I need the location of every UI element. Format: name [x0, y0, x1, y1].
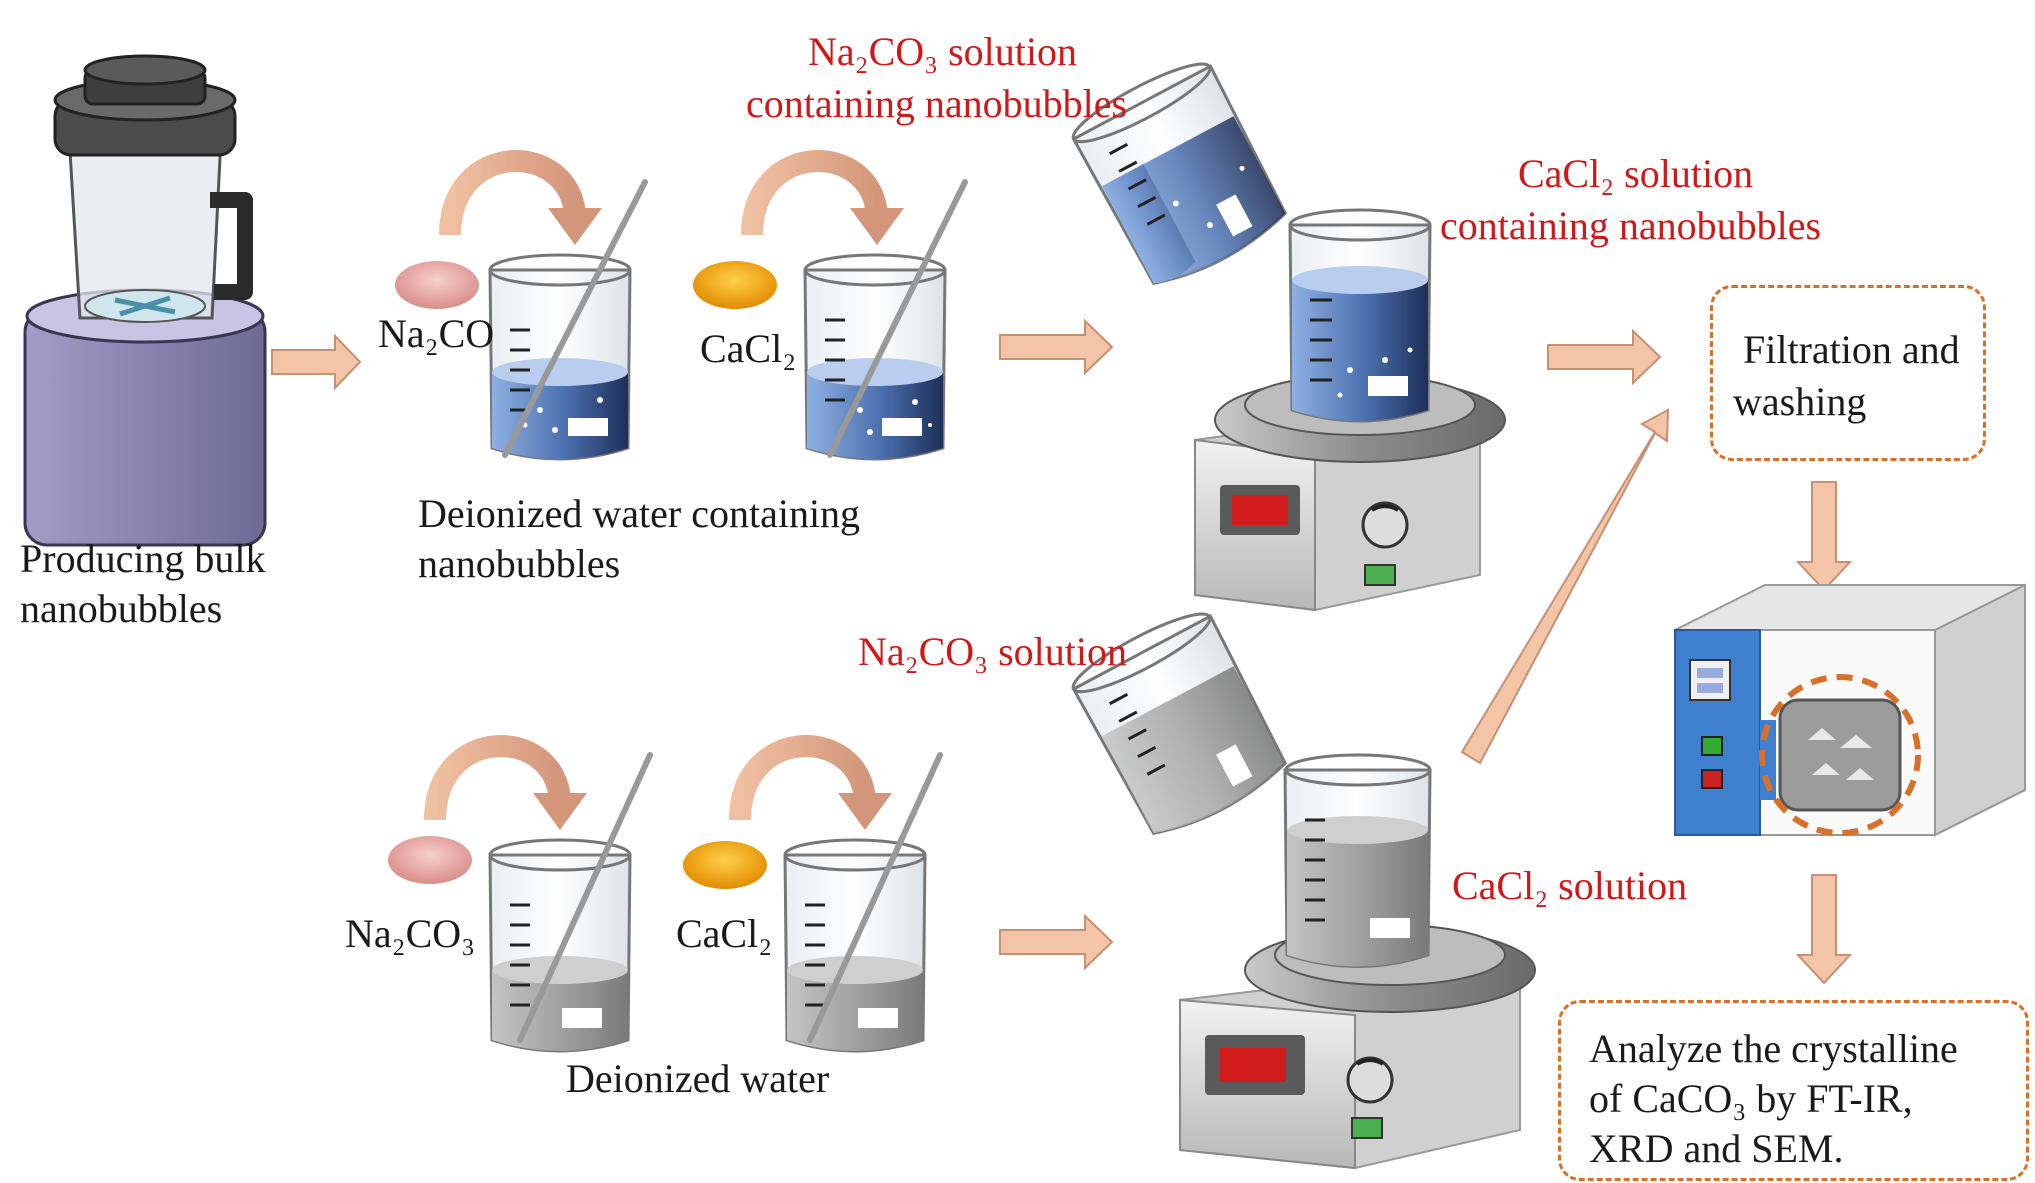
blender-icon [23, 54, 267, 547]
na2co3-nanobubble-label-line2: containing nanobubbles [746, 81, 1128, 126]
cacl2-nanobubble-label-line2: containing nanobubbles [1440, 203, 1822, 248]
stir-rod-icon [502, 179, 648, 458]
na2co3-solution-label: Na₂CO₃ solution [858, 629, 1128, 674]
deionized-nb-label-line1: Deionized water containing [418, 491, 861, 536]
beaker-icon [783, 838, 927, 1053]
cacl2-powder-label-bottom: CaCl₂ [676, 911, 773, 956]
producing-label-line2: nanobubbles [20, 586, 223, 631]
beaker-icon [1288, 208, 1432, 423]
pouring-beaker-icon [1071, 62, 1288, 285]
flow-arrow-icon [1795, 481, 1853, 592]
deionized-nb-label-line2: nanobubbles [418, 541, 621, 586]
curved-arrow-icon [729, 735, 892, 830]
analyze-label-line2: of CaCO₃ by FT-IR, [1589, 1076, 1913, 1121]
filtration-label-line1: Filtration and [1743, 327, 1960, 372]
flow-arrow-icon [1460, 408, 1670, 765]
flow-arrow-icon [1795, 874, 1853, 985]
flow-arrow-icon [1547, 328, 1662, 386]
stir-rod-icon [807, 752, 943, 1043]
analysis-step-box: Analyze the crystalline of CaCO₃ by FT-I… [1558, 1000, 2029, 1181]
filtration-label-line2: washing [1733, 379, 1867, 424]
magnetic-stirrer-icon [1194, 374, 1506, 612]
na2co3-nanobubble-label-line1: Na₂CO₃ solution [808, 29, 1078, 74]
stir-rod-icon [517, 752, 653, 1043]
na2co3-powder-label-bottom: Na₂CO₃ [345, 911, 476, 956]
curved-arrow-icon [424, 735, 587, 830]
cacl2-solution-label: CaCl₂ solution [1452, 863, 1688, 908]
analyze-label-line3: XRD and SEM. [1589, 1126, 1844, 1171]
flow-arrow-icon [271, 333, 362, 391]
flow-arrow-icon [999, 318, 1114, 376]
beaker-icon [803, 253, 947, 461]
beaker-icon [1283, 753, 1432, 968]
powder-pile-icon [388, 836, 472, 884]
filtration-step-box: Filtration and washing [1710, 285, 1986, 461]
magnetic-stirrer-icon [1179, 924, 1536, 1170]
pouring-beaker-icon [1071, 612, 1288, 835]
powder-pile-icon [693, 261, 777, 309]
na2co3-powder-label-top: Na₂CO [378, 311, 495, 356]
deionized-water-label: Deionized water [566, 1056, 830, 1101]
cacl2-nanobubble-label-line1: CaCl₂ solution [1518, 151, 1754, 196]
cacl2-powder-label-top: CaCl₂ [700, 326, 797, 371]
beaker-icon [488, 253, 632, 461]
flow-arrow-icon [999, 913, 1114, 971]
powder-pile-icon [395, 261, 479, 309]
producing-label-line1: Producing bulk [20, 536, 266, 581]
curved-arrow-icon [741, 150, 904, 245]
stir-rod-icon [827, 179, 968, 458]
powder-pile-icon [683, 841, 767, 889]
drying-oven-icon [1674, 583, 2026, 837]
curved-arrow-icon [439, 150, 602, 245]
analyze-label-line1: Analyze the crystalline [1589, 1026, 1958, 1071]
